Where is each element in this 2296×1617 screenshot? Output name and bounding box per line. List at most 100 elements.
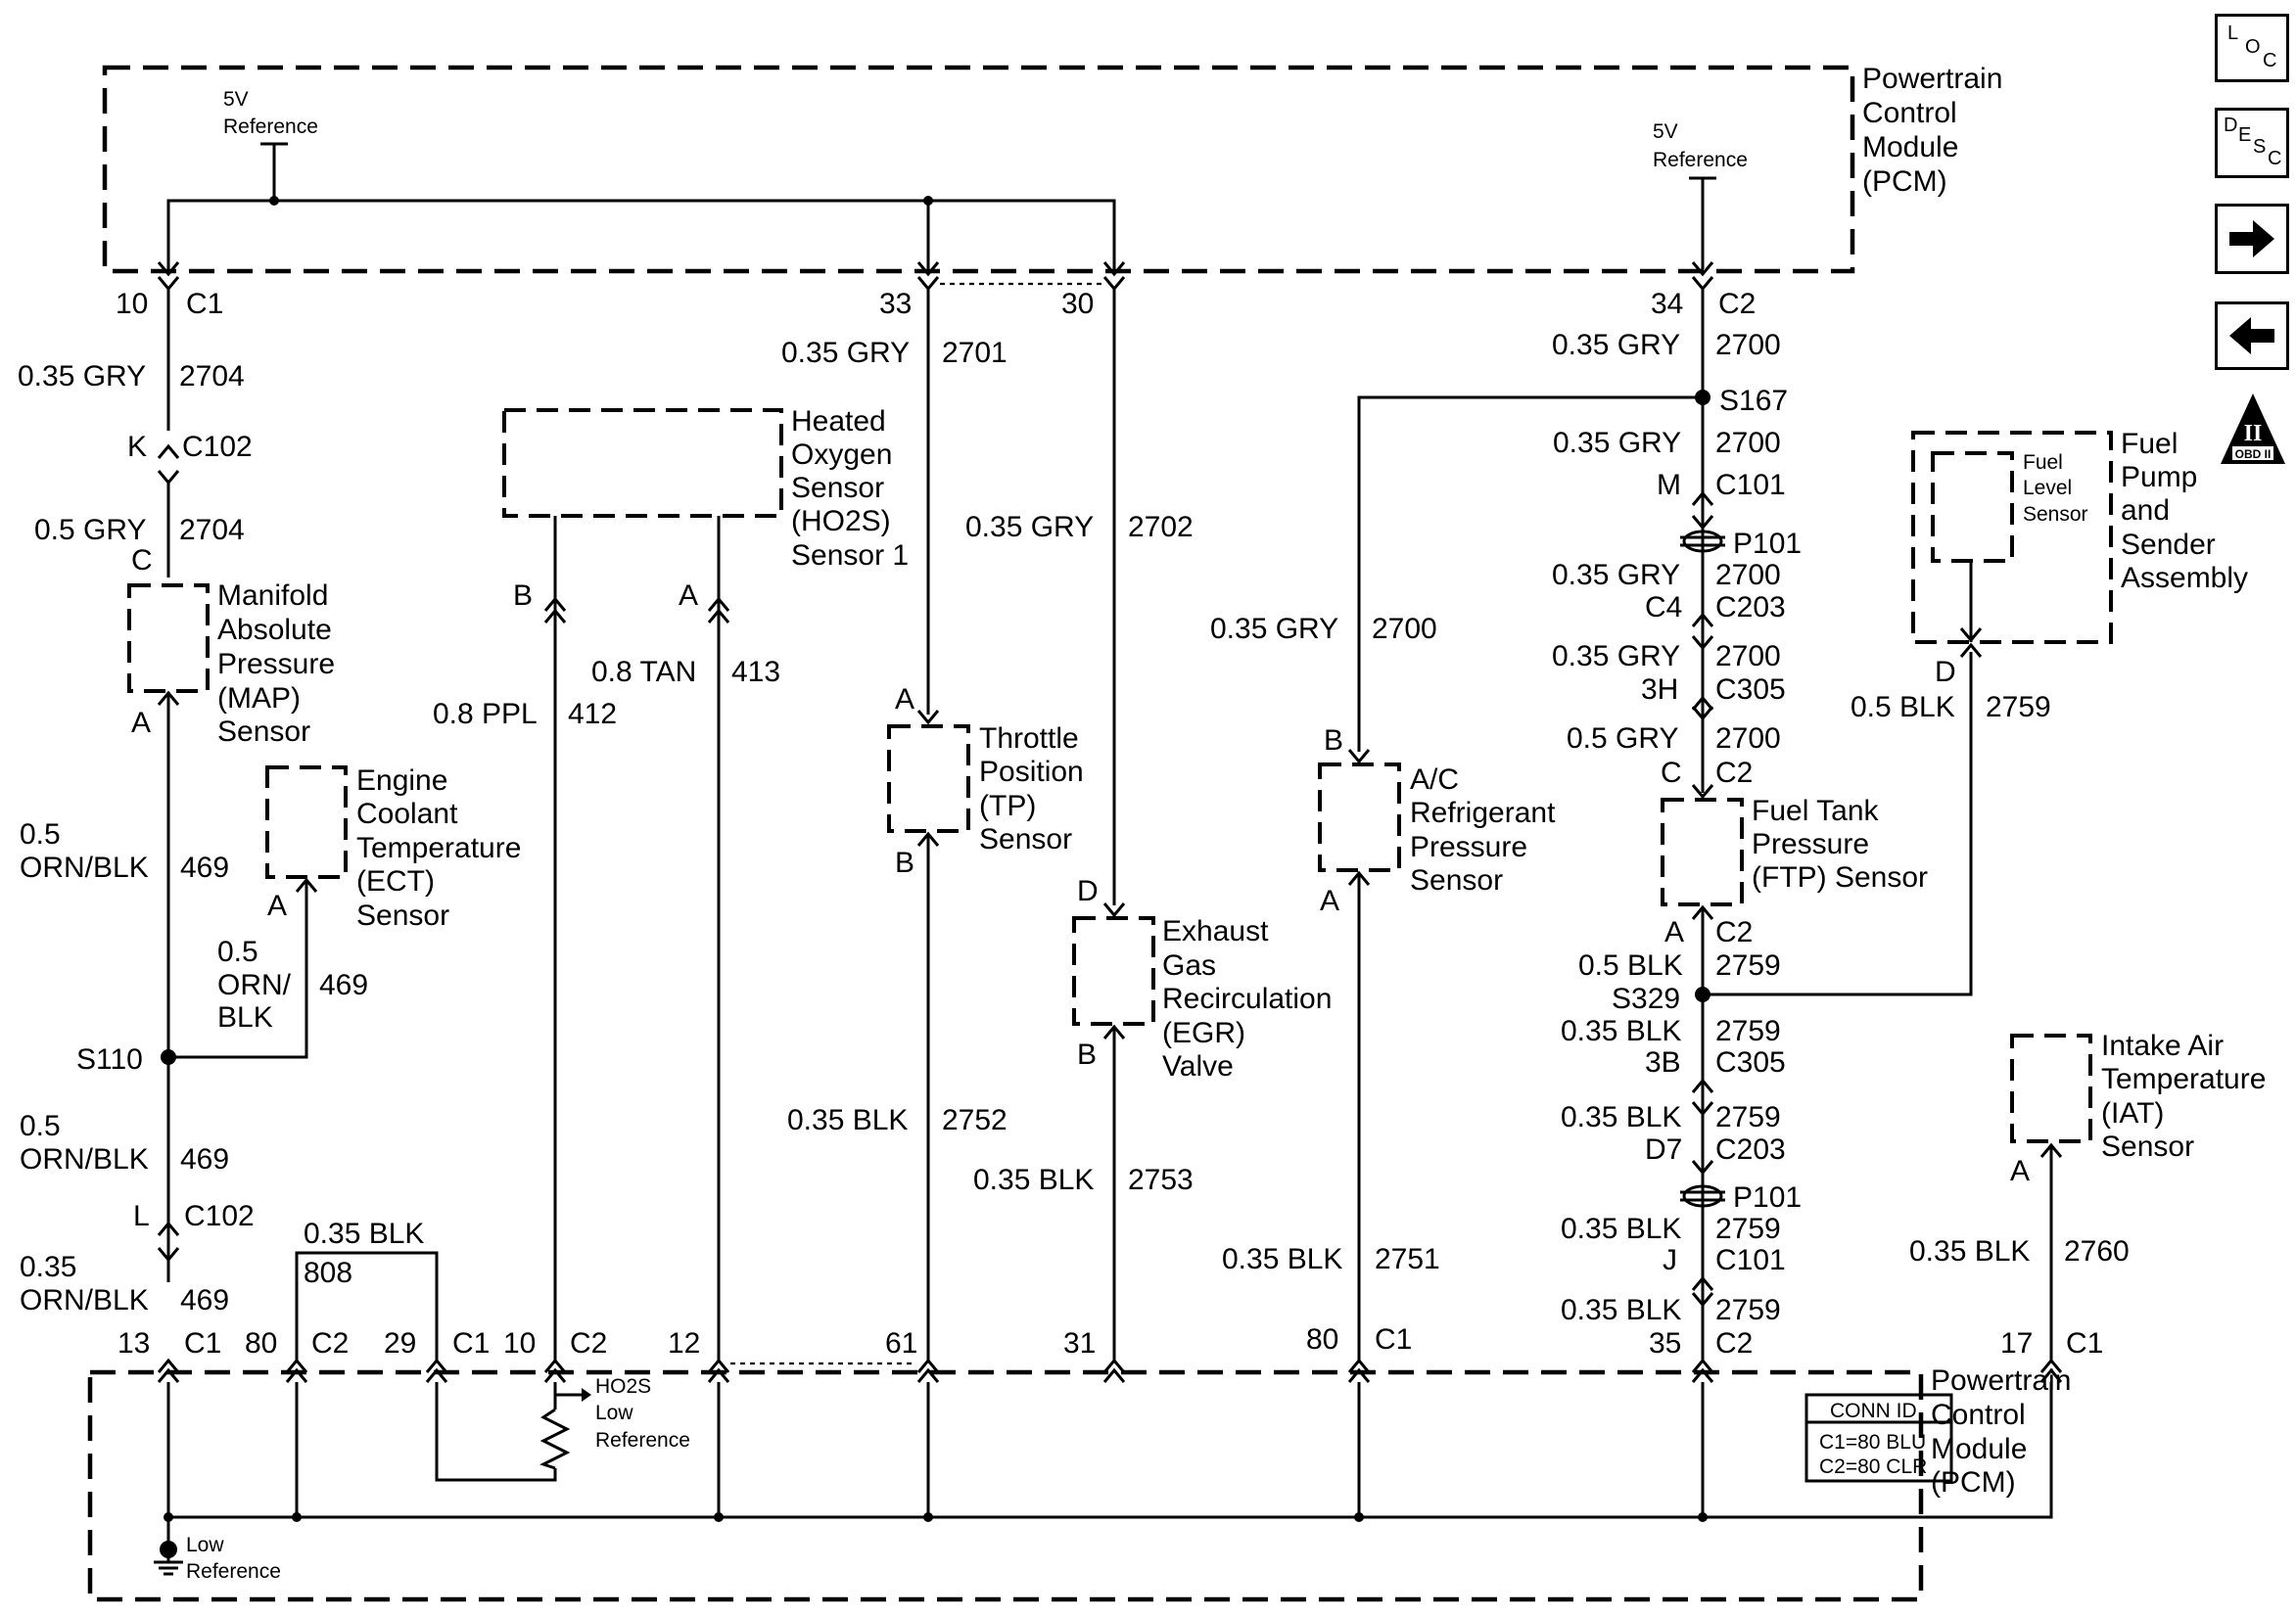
svg-text:12: 12: [668, 1327, 700, 1360]
ac-sensor-label: A/C Refrigerant Pressure Sensor: [1410, 763, 1556, 897]
svg-text:2704: 2704: [179, 360, 245, 393]
svg-text:Sensor 1: Sensor 1: [791, 539, 909, 572]
desc-button[interactable]: D E S C: [2215, 108, 2289, 178]
svg-text:C: C: [1661, 757, 1682, 789]
svg-text:A: A: [895, 683, 914, 716]
svg-text:Reference: Reference: [223, 116, 318, 138]
fuel-pump-assembly-box: [1911, 431, 2113, 644]
svg-text:Reference: Reference: [186, 1560, 281, 1583]
svg-text:Module: Module: [1931, 1433, 2027, 1465]
svg-text:Absolute: Absolute: [217, 614, 332, 646]
svg-text:Exhaust: Exhaust: [1162, 915, 1269, 947]
svg-text:B: B: [513, 579, 533, 612]
svg-text:(IAT): (IAT): [2101, 1097, 2164, 1130]
ref-5v-left: 5V Reference: [223, 88, 318, 138]
svg-text:Engine: Engine: [356, 764, 447, 797]
svg-text:2700: 2700: [1715, 640, 1781, 672]
svg-text:D7: D7: [1645, 1133, 1682, 1166]
ho2s-low-reference-label: HO2S Low Reference: [595, 1375, 690, 1452]
svg-text:C1: C1: [186, 288, 223, 320]
low-reference-label: Low Reference: [186, 1534, 281, 1583]
svg-text:Pressure: Pressure: [1752, 828, 1869, 860]
svg-text:13: 13: [117, 1327, 150, 1360]
svg-text:Low: Low: [595, 1402, 633, 1424]
svg-text:L: L: [133, 1200, 150, 1232]
svg-text:2759: 2759: [1715, 1101, 1781, 1133]
svg-text:5V: 5V: [223, 88, 249, 111]
svg-text:J: J: [1663, 1244, 1677, 1276]
svg-text:K: K: [127, 431, 147, 463]
svg-text:C102: C102: [182, 431, 253, 463]
svg-text:Control: Control: [1931, 1399, 2026, 1431]
svg-text:469: 469: [180, 852, 229, 884]
fuel-pump-assembly-label: Fuel Pump and Sender Assembly: [2121, 428, 2248, 594]
svg-text:C203: C203: [1715, 591, 1786, 624]
svg-text:P101: P101: [1733, 1181, 1802, 1214]
egr-valve-label: Exhaust Gas Recirculation (EGR) Valve: [1162, 915, 1332, 1083]
loc-button[interactable]: L O C: [2215, 14, 2289, 82]
svg-text:(MAP): (MAP): [217, 682, 301, 715]
svg-text:0.5: 0.5: [20, 1110, 61, 1142]
svg-text:0.35 GRY: 0.35 GRY: [1553, 427, 1681, 459]
svg-text:33: 33: [879, 288, 912, 320]
svg-text:(HO2S): (HO2S): [791, 505, 891, 537]
svg-text:C2: C2: [311, 1327, 349, 1360]
svg-text:C2: C2: [1715, 757, 1753, 789]
svg-text:2700: 2700: [1715, 559, 1781, 591]
svg-text:2759: 2759: [1986, 691, 2051, 723]
svg-text:Fuel Tank: Fuel Tank: [1752, 795, 1880, 827]
svg-text:(ECT): (ECT): [356, 865, 435, 898]
svg-text:Reference: Reference: [1653, 149, 1748, 171]
svg-text:2700: 2700: [1715, 722, 1781, 755]
svg-text:2700: 2700: [1715, 329, 1781, 361]
svg-text:0.5 BLK: 0.5 BLK: [1578, 949, 1683, 982]
svg-text:D: D: [1935, 656, 1956, 688]
svg-text:0.35 GRY: 0.35 GRY: [18, 360, 146, 393]
svg-text:35: 35: [1649, 1327, 1681, 1360]
svg-text:C203: C203: [1715, 1133, 1786, 1166]
iat-sensor-box: [2010, 1034, 2092, 1143]
svg-text:Sensor: Sensor: [2023, 503, 2088, 526]
svg-text:Refrigerant: Refrigerant: [1410, 797, 1556, 829]
svg-text:Valve: Valve: [1162, 1050, 1234, 1083]
arrow-left-icon: [2229, 317, 2274, 354]
svg-text:29: 29: [384, 1327, 416, 1360]
svg-text:(EGR): (EGR): [1162, 1017, 1245, 1049]
svg-text:Manifold: Manifold: [217, 579, 328, 612]
egr-valve-box: [1072, 916, 1155, 1026]
svg-text:C1=80 BLU: C1=80 BLU: [1819, 1431, 1926, 1454]
svg-text:Sender: Sender: [2121, 529, 2216, 561]
tp-sensor-box: [887, 724, 970, 833]
svg-text:B: B: [895, 847, 914, 879]
svg-text:C1: C1: [2066, 1327, 2103, 1360]
svg-text:469: 469: [319, 969, 368, 1001]
svg-text:CONN ID: CONN ID: [1830, 1400, 1917, 1422]
obd-ii-button[interactable]: OBD II II: [2219, 392, 2287, 468]
pcm-bottom-label: Powertrain Control Module (PCM): [1931, 1364, 2071, 1499]
svg-text:Sensor: Sensor: [356, 900, 449, 932]
svg-text:0.35 BLK: 0.35 BLK: [1222, 1243, 1342, 1275]
svg-text:Module: Module: [1862, 131, 1958, 163]
svg-text:80: 80: [245, 1327, 277, 1360]
top-connector-chevrons: [157, 261, 1714, 292]
svg-text:Low: Low: [186, 1534, 224, 1556]
next-page-button[interactable]: [2215, 204, 2289, 274]
ect-sensor-label: Engine Coolant Temperature (ECT) Sensor: [356, 764, 521, 932]
svg-text:Sensor: Sensor: [979, 823, 1072, 855]
svg-text:Coolant: Coolant: [356, 798, 458, 830]
svg-text:Gas: Gas: [1162, 949, 1216, 982]
svg-text:C1: C1: [452, 1327, 490, 1360]
svg-text:0.5 GRY: 0.5 GRY: [34, 514, 147, 546]
map-sensor-box: [127, 583, 210, 693]
svg-text:0.35: 0.35: [20, 1251, 76, 1283]
svg-text:C2: C2: [570, 1327, 607, 1360]
svg-text:C2=80 CLR: C2=80 CLR: [1819, 1455, 1927, 1478]
svg-text:2759: 2759: [1715, 1015, 1781, 1047]
svg-text:0.35 BLK: 0.35 BLK: [1561, 1294, 1681, 1326]
previous-page-button[interactable]: [2215, 301, 2289, 370]
svg-text:C305: C305: [1715, 673, 1786, 706]
svg-text:A/C: A/C: [1410, 763, 1459, 796]
svg-text:C2: C2: [1715, 916, 1753, 948]
svg-text:Sensor: Sensor: [791, 472, 884, 504]
svg-text:Fuel: Fuel: [2121, 428, 2178, 460]
